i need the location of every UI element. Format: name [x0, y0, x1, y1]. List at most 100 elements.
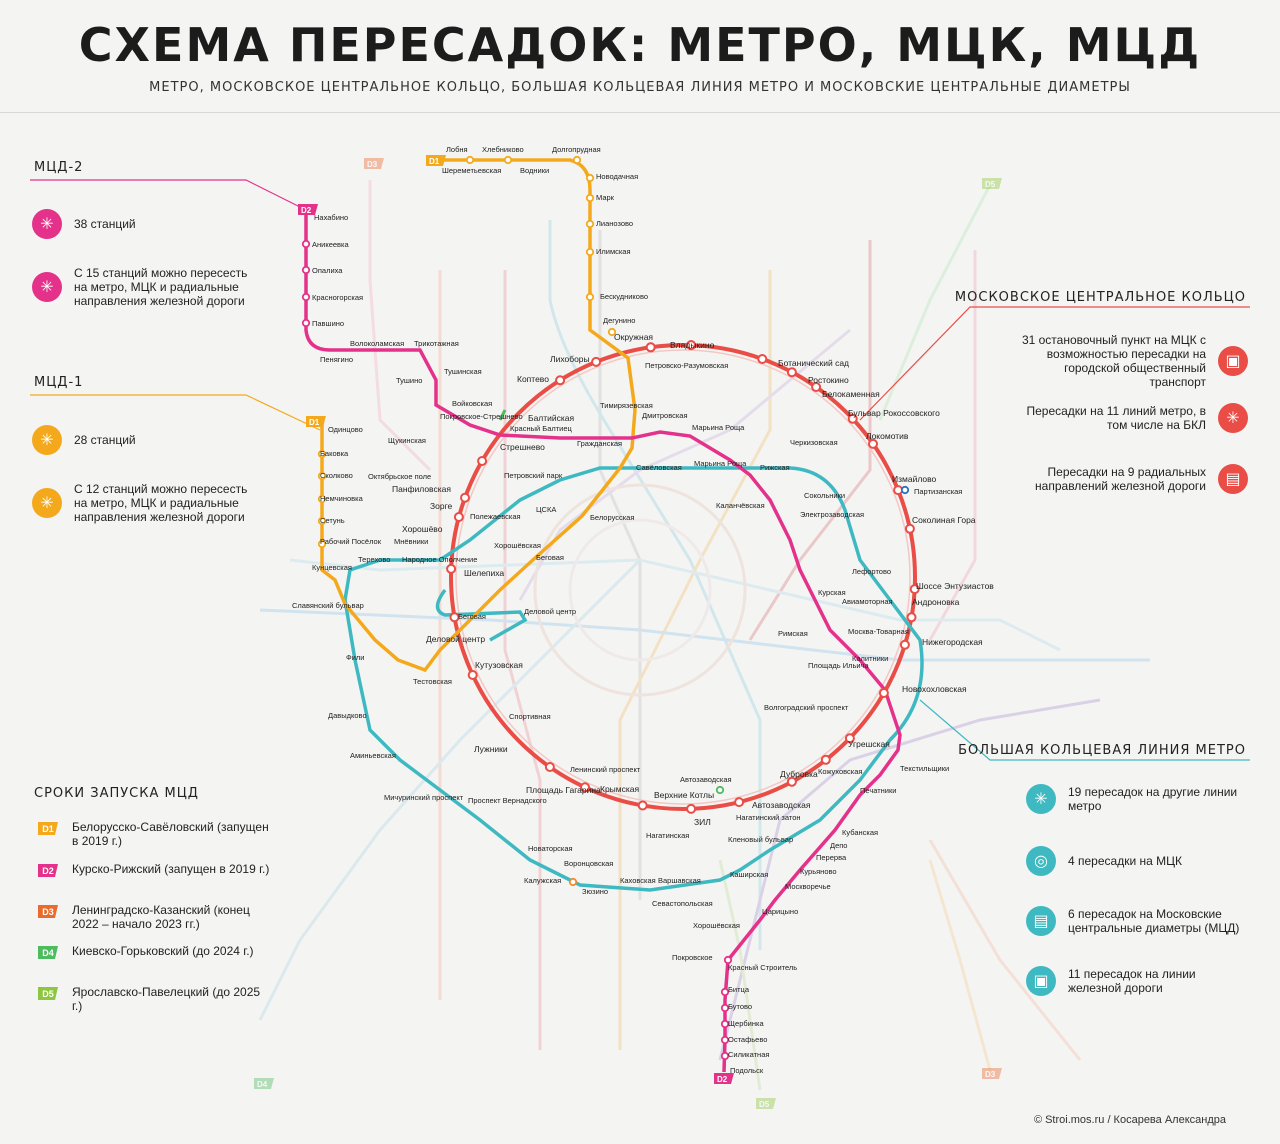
- station-label: Баковка: [320, 449, 349, 458]
- bkl-item-text: 11 пересадок на линии железной дороги: [1068, 967, 1196, 995]
- mcd-transfer-icon: ▤: [1026, 906, 1056, 936]
- mcc-station-dot[interactable]: [591, 356, 602, 367]
- station-dot[interactable]: [715, 785, 725, 795]
- station-label: Стрешнево: [500, 442, 545, 452]
- station-dot[interactable]: [585, 219, 595, 229]
- station-dot[interactable]: [301, 265, 311, 275]
- station-label: Каширская: [730, 870, 768, 879]
- station-label: Спортивная: [509, 712, 551, 721]
- station-label: Трикотажная: [414, 339, 459, 348]
- station-dot[interactable]: [720, 1035, 730, 1045]
- station-label: Кунцевская: [312, 563, 352, 572]
- station-dot[interactable]: [720, 1019, 730, 1029]
- station-dot[interactable]: [585, 173, 595, 183]
- station-label: Зюзино: [582, 887, 608, 896]
- station-dot[interactable]: [503, 155, 513, 165]
- station-dot[interactable]: [900, 485, 910, 495]
- station-label: Белорусская: [590, 513, 634, 522]
- mcc-station-dot[interactable]: [820, 754, 831, 765]
- mcc-station-dot[interactable]: [906, 612, 917, 623]
- svg-text:D2: D2: [301, 206, 312, 215]
- station-dot[interactable]: [568, 877, 578, 887]
- mcd2-transfer-icon: ✳: [32, 272, 62, 302]
- mcc-station-dot[interactable]: [580, 782, 590, 793]
- station-dot[interactable]: [723, 955, 733, 965]
- station-dot[interactable]: [585, 292, 595, 302]
- station-label: Марьина Роща: [692, 423, 745, 432]
- station-dot[interactable]: [720, 987, 730, 997]
- mcc-station-dot[interactable]: [909, 584, 920, 595]
- station-label: Сокольники: [804, 491, 845, 500]
- mcc-station-dot[interactable]: [757, 354, 768, 364]
- train-icon: ▤: [1218, 464, 1248, 494]
- mcd2-panel-title: МЦД-2: [34, 160, 84, 175]
- callout-lines: [30, 179, 1250, 761]
- station-dot[interactable]: [585, 247, 595, 257]
- page-title: СХЕМА ПЕРЕСАДОК: МЕТРО, МЦК, МЦД: [78, 18, 1202, 72]
- station-dot[interactable]: [317, 471, 327, 481]
- mcc-station-dot[interactable]: [893, 485, 904, 496]
- station-dot[interactable]: [465, 155, 475, 165]
- metro-transfer-icon: ✳: [1218, 403, 1248, 433]
- svg-text:D3: D3: [367, 160, 378, 169]
- station-dot[interactable]: [301, 239, 311, 249]
- green-line-spur: [498, 409, 507, 421]
- mcc-station-dot[interactable]: [645, 342, 656, 353]
- station-label: Покровское-Стрешнево: [440, 412, 523, 421]
- station-label: Давыдково: [328, 711, 367, 720]
- mcc-station-dot[interactable]: [460, 492, 470, 503]
- mcc-station-dot[interactable]: [878, 688, 889, 698]
- mcc-station-dot[interactable]: [453, 512, 464, 522]
- mcc-station-dot[interactable]: [555, 375, 566, 386]
- badge-d2-west: D2: [298, 204, 318, 215]
- line-badge: D4: [38, 946, 58, 959]
- mcc-station-dot[interactable]: [786, 776, 797, 787]
- mcc-station-dot[interactable]: [734, 797, 745, 808]
- station-dot[interactable]: [572, 155, 582, 165]
- mcc-station-dot[interactable]: [904, 523, 915, 534]
- station-dot[interactable]: [720, 1003, 730, 1013]
- bkl-item-text: 19 пересадок на другие линии метро: [1068, 785, 1238, 813]
- station-dot[interactable]: [317, 449, 327, 459]
- mcc-station-dot[interactable]: [446, 563, 457, 574]
- station-label: Ростокино: [808, 375, 849, 385]
- station-label: Покровское: [672, 953, 713, 962]
- mcc-station-dot[interactable]: [477, 456, 488, 466]
- station-label: Шереметьевская: [442, 166, 501, 175]
- mcc-station-dot[interactable]: [686, 340, 697, 351]
- mcc-station-dot[interactable]: [844, 733, 855, 744]
- mcc-station-dot[interactable]: [449, 612, 460, 623]
- station-dot[interactable]: [720, 1051, 730, 1061]
- mcc-station-dot[interactable]: [847, 413, 858, 424]
- mcc-train-text: Пересадки на 9 радиальных направлений же…: [1035, 465, 1206, 493]
- mcc-station-dot[interactable]: [686, 803, 697, 814]
- mcc-station-dot[interactable]: [811, 382, 822, 392]
- station-dot[interactable]: [317, 516, 327, 526]
- bkl-line: [343, 466, 924, 892]
- mcc-station-dot[interactable]: [786, 367, 797, 378]
- badge-d3-nw: D3: [364, 158, 384, 169]
- station-dot[interactable]: [607, 327, 617, 337]
- station-label: Петровско-Разумовская: [645, 361, 728, 370]
- station-dot[interactable]: [301, 292, 311, 302]
- station-dot[interactable]: [585, 193, 595, 203]
- station-dot[interactable]: [317, 494, 327, 504]
- timeline-text: Киевско-Горьковский (до 2024 г.): [72, 944, 254, 958]
- station-label: Ботанический сад: [778, 358, 849, 368]
- svg-text:D1: D1: [429, 157, 440, 166]
- station-dot[interactable]: [317, 539, 327, 549]
- mcc-station-dot[interactable]: [868, 438, 878, 449]
- mcc-station-dot[interactable]: [467, 670, 478, 680]
- station-label: Площадь Ильича: [808, 661, 870, 670]
- station-dot[interactable]: [301, 318, 311, 328]
- mcd1-panel-title: МЦД-1: [34, 375, 84, 390]
- mcc-station-dot[interactable]: [637, 800, 648, 811]
- station-label: Новодачная: [596, 172, 638, 181]
- line-badge: D5: [38, 987, 58, 1000]
- station-label: Одинцово: [328, 425, 363, 434]
- station-label: Щербинка: [728, 1019, 764, 1028]
- station-label: Лобня: [446, 145, 468, 154]
- page-subtitle: МЕТРО, МОСКОВСКОЕ ЦЕНТРАЛЬНОЕ КОЛЬЦО, БО…: [149, 80, 1131, 95]
- mcc-station-dot[interactable]: [899, 639, 910, 650]
- mcc-station-dot[interactable]: [544, 762, 555, 772]
